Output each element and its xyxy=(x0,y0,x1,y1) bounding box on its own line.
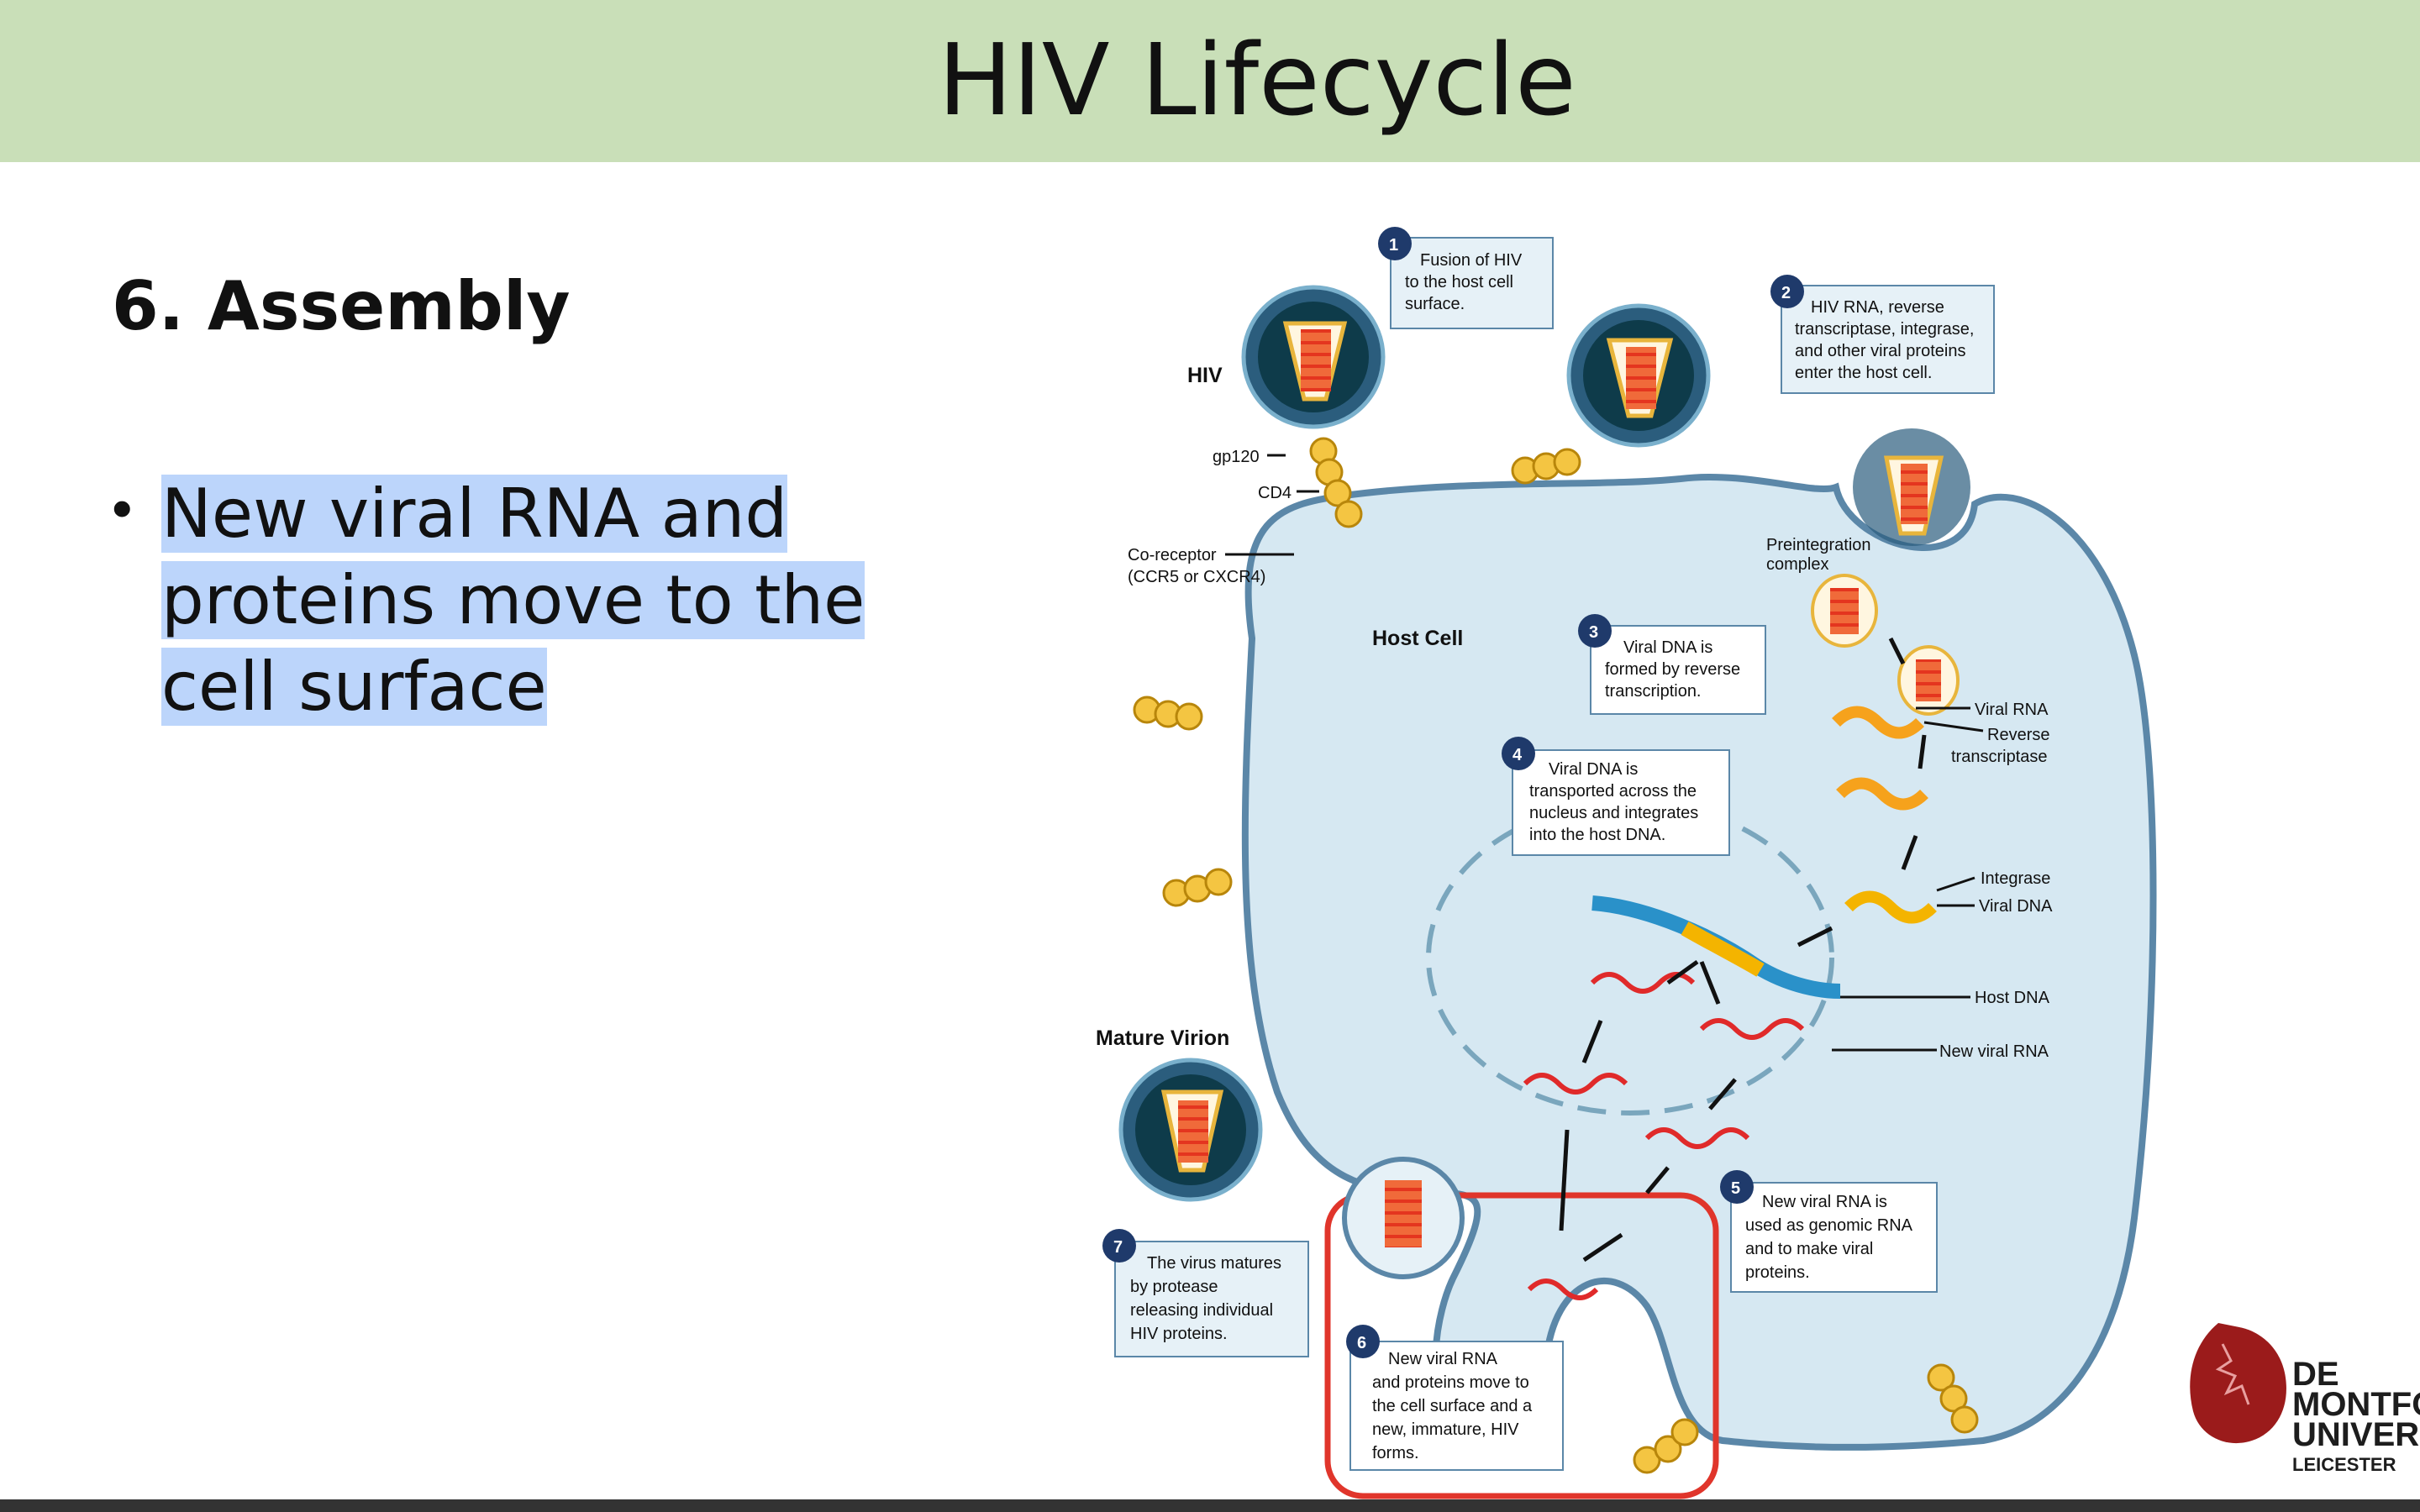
step-3-number: 3 xyxy=(1589,623,1598,642)
logo-line-3: LEICESTER xyxy=(2292,1454,2396,1475)
step-3-line: transcription. xyxy=(1605,682,1702,701)
section-heading: 6. Assembly xyxy=(112,267,571,345)
new-viral-rna xyxy=(1523,972,1805,1300)
step-7-callout: 7 The virus matures by protease releasin… xyxy=(1102,1229,1309,1357)
label-cd4: CD4 xyxy=(1258,484,1292,502)
step-6-line: and proteins move to xyxy=(1372,1373,1529,1392)
bullet-icon: • xyxy=(112,475,133,541)
step-1-number: 1 xyxy=(1389,236,1398,255)
step-2-number: 2 xyxy=(1781,284,1791,302)
step-6-line: new, immature, HIV xyxy=(1372,1420,1519,1439)
step-5-callout: 5 New viral RNA is used as genomic RNA a… xyxy=(1720,1170,1938,1293)
step-2-line: HIV RNA, reverse xyxy=(1811,298,1944,317)
step-3-line: formed by reverse xyxy=(1605,660,1740,679)
title-bar xyxy=(0,0,2420,162)
step-4-callout: 4 Viral DNA is transported across the nu… xyxy=(1502,737,1730,856)
step-5-line: proteins. xyxy=(1745,1263,1810,1282)
preintegration-complex xyxy=(1811,574,1960,716)
label-gp120: gp120 xyxy=(1213,448,1260,466)
bullet-text[interactable]: New viral RNA and proteins move to the c… xyxy=(161,470,1002,730)
step-6-line: forms. xyxy=(1372,1444,1419,1462)
label-leaders xyxy=(1225,454,1984,1052)
university-logo-text: DE MONTFORT UNIVERSITY LEICESTER xyxy=(2292,1359,2420,1480)
label-mature-virion: Mature Virion xyxy=(1096,1026,1229,1050)
logo-line-1: DE MONTFORT xyxy=(2292,1359,2420,1423)
step-7-number: 7 xyxy=(1113,1238,1123,1257)
label-host-dna: Host DNA xyxy=(1975,989,2050,1007)
budding-virion xyxy=(1342,1157,1465,1279)
label-hiv: HIV xyxy=(1187,364,1223,387)
hiv-virion-1 xyxy=(1241,285,1386,429)
step-4-line: into the host DNA. xyxy=(1529,826,1665,844)
step-3-callout: 3 Viral DNA is formed by reverse transcr… xyxy=(1578,614,1766,715)
hiv-entering-cell xyxy=(1853,428,1970,546)
process-arrows xyxy=(1559,637,1927,1263)
step-7-line: The virus matures xyxy=(1147,1254,1281,1273)
step-6-line: New viral RNA xyxy=(1388,1350,1498,1368)
step-6-line: the cell surface and a xyxy=(1372,1397,1533,1415)
step-3-line: Viral DNA is xyxy=(1623,638,1712,657)
label-integrase: Integrase xyxy=(1981,869,2050,888)
slide-title: HIV Lifecycle xyxy=(938,22,1576,138)
step-1-line: Fusion of HIV xyxy=(1420,251,1523,270)
host-cell xyxy=(1241,473,2157,1451)
step-6-callout: 6 New viral RNA and proteins move to the… xyxy=(1346,1325,1564,1471)
step-4-line: nucleus and integrates xyxy=(1529,804,1698,822)
logo-line-2: UNIVERSITY xyxy=(2292,1416,2420,1453)
step-2-callout: 2 HIV RNA, reverse transcriptase, integr… xyxy=(1770,275,1995,394)
label-new-viral-rna: New viral RNA xyxy=(1939,1042,2049,1061)
step-1-line: surface. xyxy=(1405,295,1465,313)
step-2-line: and other viral proteins xyxy=(1795,342,1965,360)
label-preintegration-1: Preintegration xyxy=(1766,536,1871,554)
viral-dna-strand xyxy=(1591,895,1841,999)
label-viral-dna: Viral DNA xyxy=(1979,897,2053,916)
step-5-line: New viral RNA is xyxy=(1762,1193,1887,1211)
bottom-bar xyxy=(0,1499,2420,1512)
step-5-number: 5 xyxy=(1731,1179,1740,1198)
label-reverse-2: transcriptase xyxy=(1951,748,2048,766)
mature-virion xyxy=(1118,1058,1263,1202)
assembly-focus-box xyxy=(1324,1192,1719,1499)
hiv-virion-2 xyxy=(1566,303,1711,448)
label-coreceptor-2: (CCR5 or CXCR4) xyxy=(1128,568,1265,586)
step-4-number: 4 xyxy=(1512,746,1523,764)
label-host-cell: Host Cell xyxy=(1372,627,1463,650)
step-7-line: by protease xyxy=(1130,1278,1218,1296)
label-preintegration-2: complex xyxy=(1766,555,1828,574)
reverse-transcription-strands xyxy=(1832,706,1937,924)
step-2-line: transcriptase, integrase, xyxy=(1795,320,1974,339)
step-5-line: used as genomic RNA xyxy=(1745,1216,1913,1235)
step-2-line: enter the host cell. xyxy=(1795,364,1932,382)
label-viral-rna: Viral RNA xyxy=(1975,701,2049,719)
step-1-callout: 1 Fusion of HIV to the host cell surface… xyxy=(1378,227,1554,329)
step-5-line: and to make viral xyxy=(1745,1240,1873,1258)
cd4-receptor xyxy=(1133,437,1979,1474)
step-4-line: transported across the xyxy=(1529,782,1697,801)
step-4-line: Viral DNA is xyxy=(1549,760,1638,779)
label-coreceptor-1: Co-receptor xyxy=(1128,546,1217,564)
step-7-line: releasing individual xyxy=(1130,1301,1273,1320)
step-6-number: 6 xyxy=(1357,1334,1366,1352)
step-1-line: to the host cell xyxy=(1405,273,1513,291)
university-logo-emblem xyxy=(2190,1323,2286,1444)
label-reverse-1: Reverse xyxy=(1987,726,2049,744)
step-7-line: HIV proteins. xyxy=(1130,1325,1228,1343)
